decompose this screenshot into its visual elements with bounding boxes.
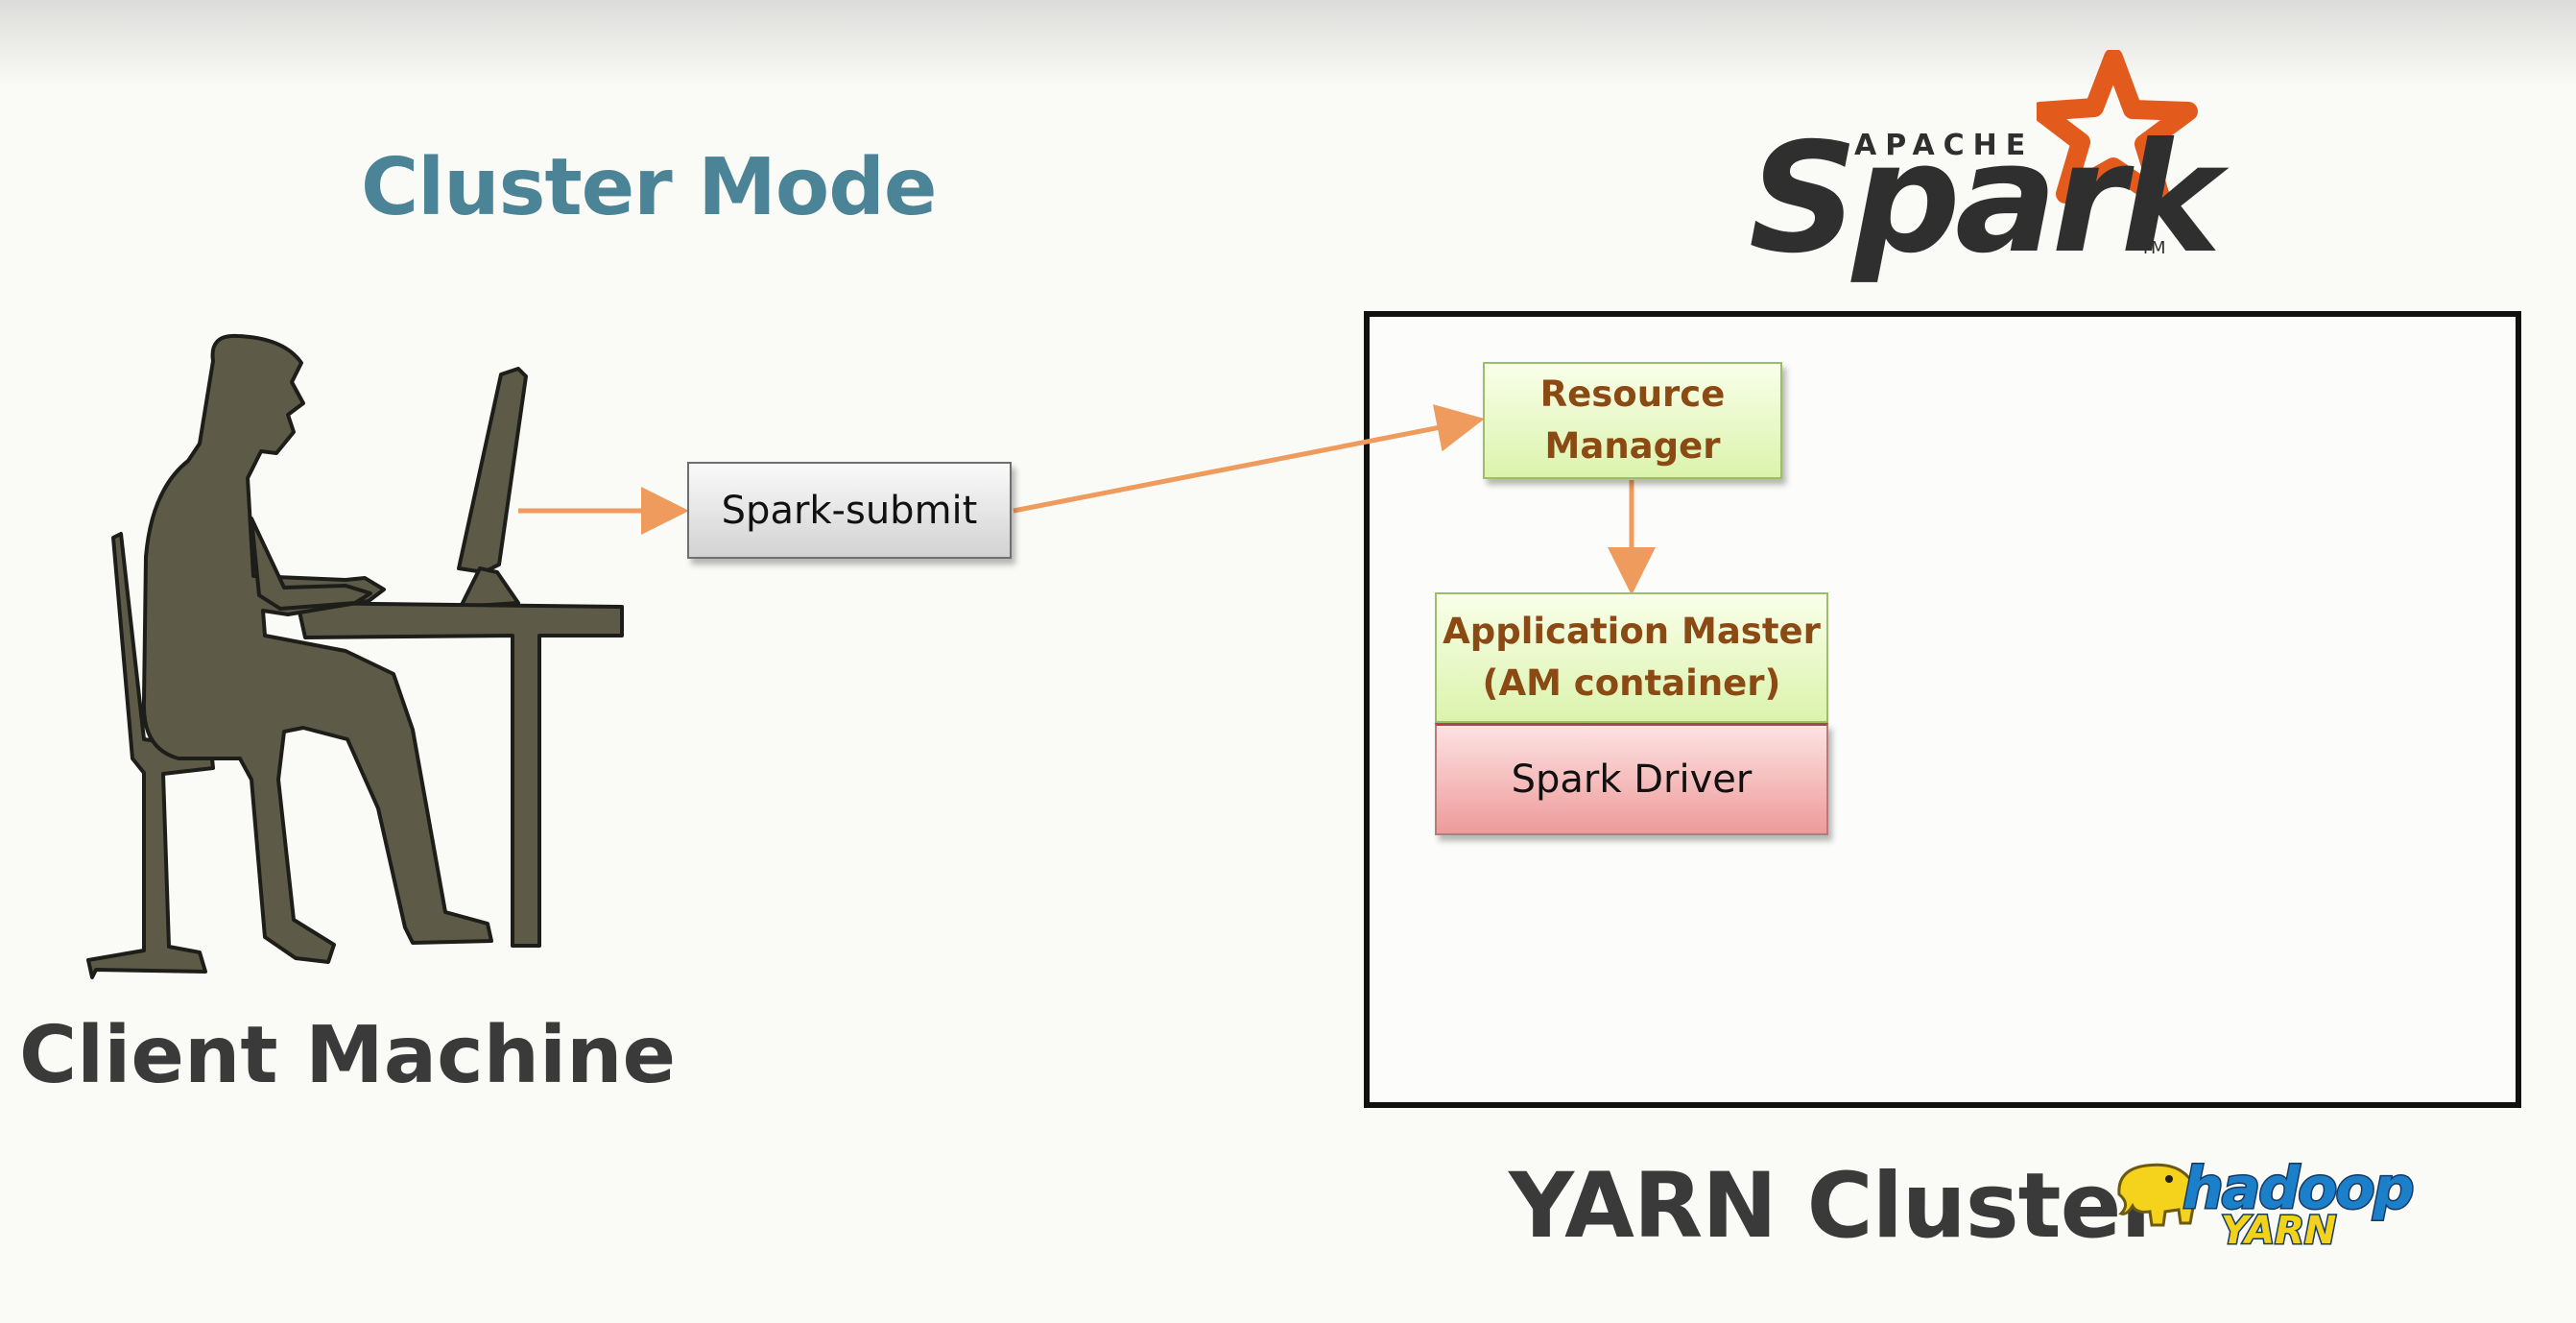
desk-icon: [296, 601, 624, 948]
spark-driver-node: Spark Driver: [1435, 723, 1828, 835]
spark-star-icon: [2037, 50, 2198, 209]
person-body: [141, 333, 493, 964]
person-at-computer-icon: [86, 333, 624, 979]
apache-spark-logo: APACHE Spark TM: [1749, 50, 2222, 290]
spark-word: Spark: [1749, 110, 2222, 287]
monitor-icon: [457, 367, 528, 574]
top-gradient: [0, 0, 2576, 86]
spark-tm: TM: [2140, 238, 2166, 258]
hadoop-yarn-logo: hadoop YARN: [2108, 1148, 2424, 1263]
resource-manager-node: Resource Manager: [1483, 362, 1782, 479]
page-title: Cluster Mode: [361, 142, 938, 233]
yarn-cluster-caption: YARN Cluster: [1509, 1154, 2165, 1259]
arrow-submit-to-rm: [1013, 404, 1485, 514]
client-machine-caption: Client Machine: [19, 1010, 677, 1101]
hadoop-word: hadoop: [2182, 1155, 2417, 1222]
spark-submit-node: Spark-submit: [687, 462, 1012, 559]
hadoop-elephant-icon: [2117, 1163, 2198, 1227]
application-master-node: Application Master (AM container): [1435, 592, 1828, 723]
yarn-word: YARN: [2219, 1209, 2337, 1253]
spark-apache-text: APACHE: [1854, 129, 2035, 162]
